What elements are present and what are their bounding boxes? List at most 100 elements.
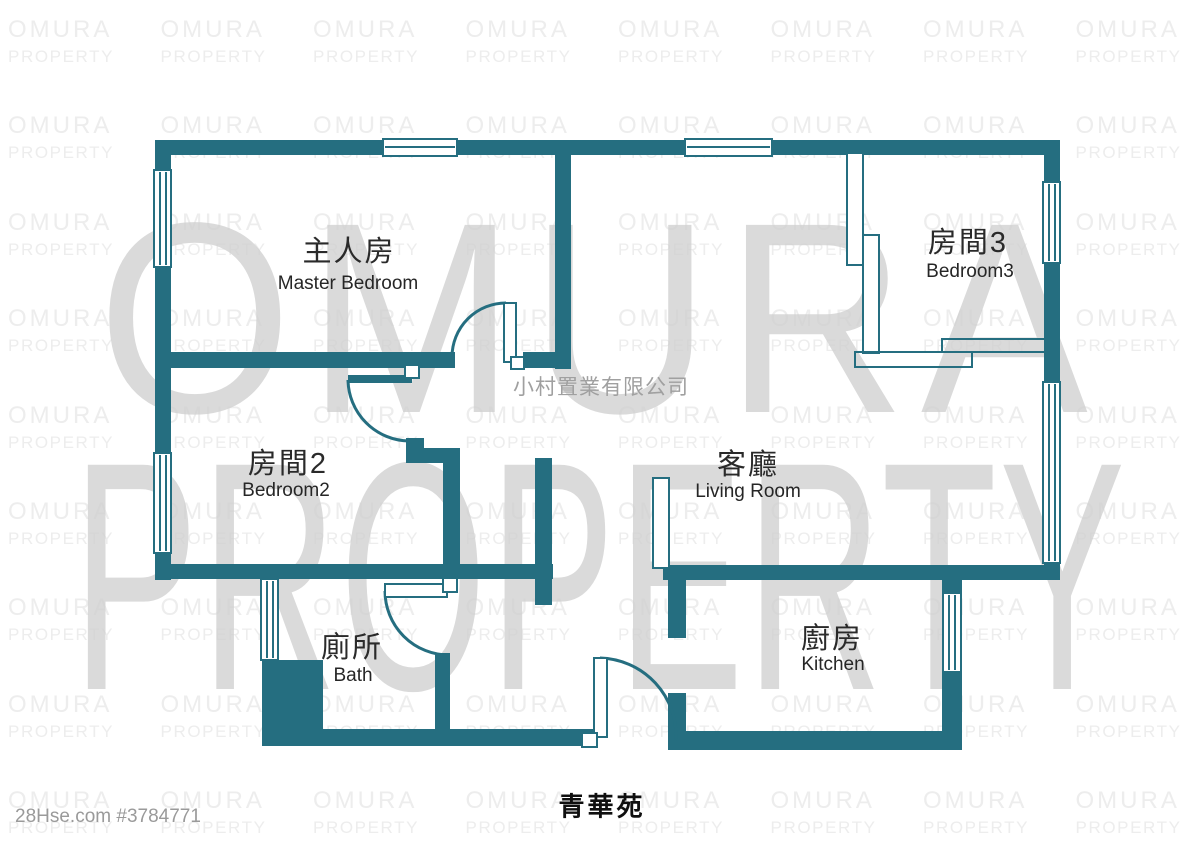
master-door-arc: [450, 301, 507, 358]
wall-master-bottom-stub: [523, 352, 555, 368]
wall-outer-top: [155, 140, 1060, 155]
window-right-bedroom3: [1042, 181, 1061, 264]
label-bath-en: Bath: [333, 665, 373, 686]
estate-name: 青華苑: [558, 791, 646, 822]
window-kitchen-right: [942, 592, 962, 673]
bedroom3-partition-upper: [846, 152, 864, 266]
thin-partitions: [652, 152, 1046, 569]
entrance-door-arc: [599, 656, 678, 741]
windows: [153, 138, 1061, 673]
master-door-leaf: [503, 302, 517, 363]
bedroom3-counter-lower: [854, 351, 973, 368]
label-bedroom3-en: Bedroom3: [926, 261, 1014, 282]
label-kitchen-en: Kitchen: [801, 654, 865, 675]
wall-bottom-right: [663, 565, 1060, 580]
wall-corridor-right: [535, 458, 552, 605]
label-master-bedroom-zh: 主人房: [302, 236, 396, 268]
bedroom2-door-leaf: [348, 375, 412, 383]
livingroom-thin-partition: [652, 477, 670, 569]
bedroom2-door-hinge: [404, 364, 420, 379]
wall-bedroom2-right: [443, 453, 460, 572]
wall-kitchen-left-upper: [668, 578, 686, 638]
label-master-bedroom-en: Master Bedroom: [277, 273, 419, 294]
label-bedroom2-zh: 房間2: [247, 448, 329, 480]
wall-master-bottom: [155, 352, 455, 368]
master-door-hinge: [510, 356, 525, 370]
window-top-1: [382, 138, 458, 157]
wall-bath-right: [435, 653, 450, 746]
brand-watermark-line1: OMURA: [97, 166, 1103, 470]
entrance-door-leaf: [593, 657, 608, 738]
listing-reference: 28Hse.com #3784771: [15, 806, 201, 827]
window-left-master: [153, 169, 172, 268]
window-top-2: [684, 138, 773, 157]
label-bedroom3-zh: 房間3: [927, 227, 1009, 259]
label-living-room-zh: 客廳: [716, 449, 780, 481]
wall-bottom-left: [155, 564, 553, 579]
label-bath-zh: 廁所: [320, 632, 384, 664]
wall-bath-bottom: [262, 729, 597, 746]
wall-bath-block: [262, 660, 323, 746]
entrance-door-hinge: [581, 732, 598, 748]
wall-master-right: [555, 140, 571, 369]
bath-door-hinge: [442, 577, 458, 593]
window-right-living: [1042, 381, 1061, 564]
bedroom3-partition-lower: [862, 234, 880, 354]
bath-door-arc: [383, 590, 450, 657]
window-bath-left: [260, 578, 279, 661]
bedroom2-door-arc: [346, 379, 410, 443]
label-living-room-en: Living Room: [695, 481, 801, 502]
